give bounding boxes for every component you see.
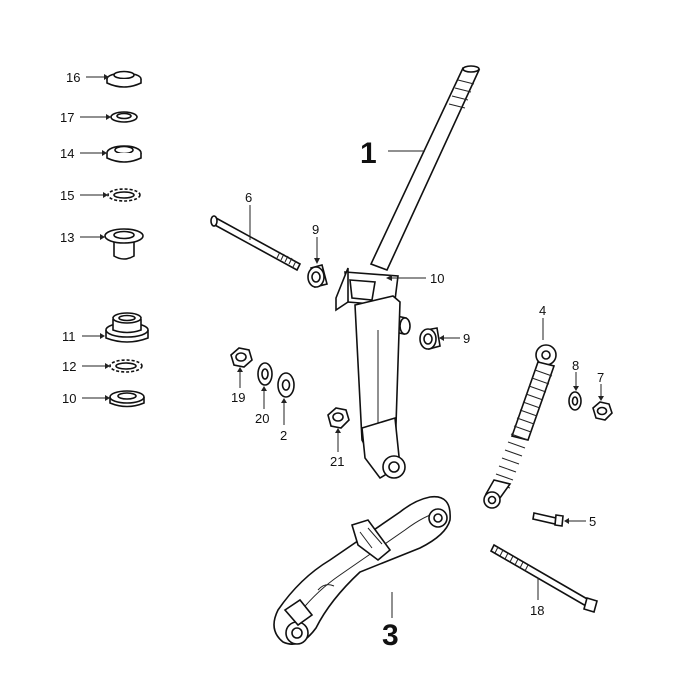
part-6-bolt [210,215,302,272]
part-18-long-bolt [489,543,598,614]
callout-2: 2 [280,428,287,443]
part-15-ball-cage [107,188,141,202]
callout-17: 17 [60,110,74,125]
callout-16: 16 [66,70,80,85]
part-19-nut [230,347,253,368]
callout-9-lower: 9 [463,331,470,346]
part-9-bushing-lower [419,327,441,351]
callout-21: 21 [330,454,344,469]
part-4-shock-absorber [483,344,557,509]
callout-12: 12 [62,359,76,374]
part-3-swing-arm [273,495,451,645]
part-21-nut [327,407,350,429]
part-10-race [109,390,145,408]
callout-18: 18 [530,603,544,618]
callout-4: 4 [539,303,546,318]
callout-9-upper: 9 [312,222,319,237]
callout-10-left: 10 [62,391,76,406]
part-14-bearing-cup [106,145,142,163]
callout-13: 13 [60,230,74,245]
callout-10-right: 10 [430,271,444,286]
callout-8: 8 [572,358,579,373]
part-12-ball-cage [109,359,143,373]
callout-19: 19 [231,390,245,405]
part-2-washer [277,372,295,398]
callout-6: 6 [245,190,252,205]
part-9-bushing-upper [307,264,328,288]
part-20-washer [257,362,273,386]
callout-1: 1 [360,137,377,170]
part-7-nut [592,401,613,421]
part-8-washer [568,391,582,411]
part-1-steering-tube [335,65,481,480]
callout-15: 15 [60,188,74,203]
callout-7: 7 [597,370,604,385]
part-16-bearing-cup [106,70,142,88]
callout-11: 11 [62,329,76,344]
callout-20: 20 [255,411,269,426]
callout-14: 14 [60,146,74,161]
part-11-bushing [105,312,149,343]
part-13-bearing-race [104,228,144,260]
callout-3: 3 [382,619,399,652]
part-17-ring [110,111,138,123]
part-5-bolt [532,512,564,527]
callout-5: 5 [589,514,596,529]
